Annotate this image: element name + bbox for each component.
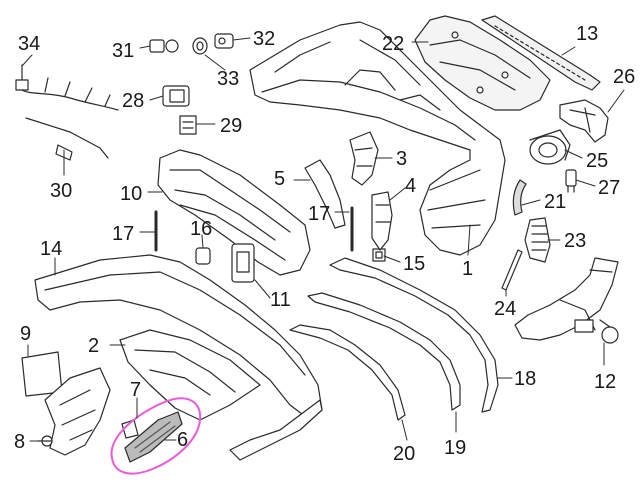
label-20[interactable]: 20 — [393, 443, 415, 465]
part-labels: 1 2 3 4 5 6 7 8 9 10 11 12 13 14 15 16 1… — [14, 23, 635, 465]
highlight-outline — [110, 397, 202, 475]
part-bracket-panel[interactable] — [414, 15, 551, 111]
part-clip[interactable] — [565, 169, 577, 193]
label-14[interactable]: 14 — [40, 238, 62, 260]
label-3[interactable]: 3 — [396, 148, 407, 170]
label-31[interactable]: 31 — [112, 40, 134, 62]
label-32[interactable]: 32 — [253, 28, 275, 50]
label-33[interactable]: 33 — [217, 68, 239, 90]
label-6[interactable]: 6 — [177, 429, 188, 451]
label-18[interactable]: 18 — [514, 368, 536, 390]
part-lower-trim[interactable] — [329, 257, 499, 413]
label-11[interactable]: 11 — [270, 289, 291, 311]
part-nut[interactable] — [372, 248, 386, 262]
label-1[interactable]: 1 — [462, 258, 473, 280]
part-tow-hitch[interactable] — [514, 257, 619, 344]
part-rod[interactable] — [501, 249, 523, 291]
part-grille-insert-lower[interactable] — [124, 411, 183, 463]
label-23[interactable]: 23 — [564, 230, 586, 252]
label-29[interactable]: 29 — [220, 115, 242, 137]
part-wiring-harness[interactable] — [15, 64, 119, 111]
part-license-mount[interactable] — [231, 243, 255, 283]
part-grommet[interactable] — [195, 247, 211, 265]
label-2[interactable]: 2 — [88, 335, 99, 357]
label-12[interactable]: 12 — [594, 371, 616, 393]
label-28[interactable]: 28 — [122, 90, 144, 112]
label-7[interactable]: 7 — [130, 379, 141, 401]
part-absorber-bracket[interactable] — [371, 191, 393, 251]
label-25[interactable]: 25 — [586, 150, 608, 172]
part-seal-strip[interactable] — [121, 419, 139, 439]
label-24[interactable]: 24 — [494, 298, 516, 320]
label-10[interactable]: 10 — [120, 183, 142, 205]
part-reflector[interactable] — [21, 351, 63, 397]
label-26[interactable]: 26 — [613, 66, 635, 88]
part-rear-bumper-cover[interactable] — [249, 21, 506, 256]
label-16[interactable]: 16 — [190, 218, 212, 240]
part-sensor-holder[interactable] — [214, 33, 234, 49]
label-17a[interactable]: 17 — [112, 223, 134, 245]
part-diffuser[interactable] — [119, 329, 261, 421]
label-19[interactable]: 19 — [444, 437, 466, 459]
label-21[interactable]: 21 — [544, 191, 566, 213]
label-30[interactable]: 30 — [50, 180, 72, 202]
part-energy-absorber[interactable] — [157, 149, 311, 276]
label-34[interactable]: 34 — [18, 33, 40, 55]
part-module[interactable] — [179, 115, 197, 135]
part-sensor-housing[interactable] — [529, 129, 571, 165]
part-sensor[interactable] — [149, 39, 179, 53]
leader-lines — [21, 37, 625, 442]
part-side-marker[interactable] — [512, 179, 527, 216]
part-molding[interactable] — [289, 324, 406, 421]
part-cap[interactable] — [162, 85, 190, 107]
label-5[interactable]: 5 — [274, 168, 285, 190]
part-side-bracket[interactable] — [559, 99, 609, 143]
part-wire[interactable] — [25, 117, 109, 161]
label-9[interactable]: 9 — [20, 323, 31, 345]
part-grille-insert[interactable] — [524, 217, 551, 263]
label-15[interactable]: 15 — [403, 253, 425, 275]
part-corner-bracket[interactable] — [37, 367, 111, 456]
label-22[interactable]: 22 — [382, 33, 404, 55]
part-sensor-ring[interactable] — [192, 37, 208, 55]
label-13[interactable]: 13 — [576, 23, 598, 45]
part-mount-bracket[interactable] — [349, 131, 379, 186]
label-27[interactable]: 27 — [598, 177, 620, 199]
part-lower-valance[interactable] — [34, 254, 323, 461]
part-side-trim[interactable] — [307, 292, 461, 411]
part-support-arm[interactable] — [304, 159, 346, 229]
label-8[interactable]: 8 — [14, 431, 25, 453]
part-trim-strip[interactable] — [481, 15, 601, 91]
label-17b[interactable]: 17 — [308, 203, 330, 225]
label-4[interactable]: 4 — [405, 175, 416, 197]
